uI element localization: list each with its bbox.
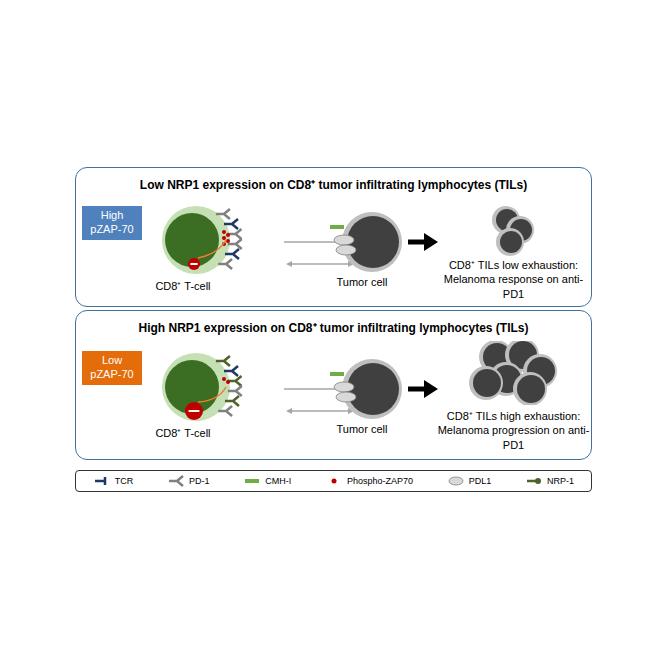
legend-label: PDL1 [469, 476, 492, 486]
cmh-i [330, 372, 344, 376]
legend-item: PD-1 [167, 475, 210, 487]
node-out: CD8⁺ TILs high exhaustion: Melanoma prog… [436, 341, 591, 456]
shape [190, 263, 197, 265]
illustration [138, 351, 268, 423]
node-zap: High pZAP-70 [82, 206, 142, 240]
phospho-zap70 [222, 230, 226, 234]
panel-heading: Low NRP1 expression on CD8⁺ tumor infilt… [76, 176, 591, 193]
legend-symbol [325, 475, 343, 487]
node-panel: Low NRP1 expression on CD8⁺ tumor infilt… [75, 167, 592, 307]
shape [535, 478, 541, 484]
receptor [228, 386, 242, 396]
shape [517, 375, 545, 403]
shape [347, 363, 399, 415]
shape [449, 477, 463, 485]
legend-item: TCR [93, 475, 134, 487]
shape [286, 408, 354, 414]
illustration [436, 204, 591, 256]
legend-label: NRP-1 [547, 476, 574, 486]
cell-label: Tumor cell [312, 423, 412, 435]
illustration [322, 206, 402, 276]
outcome-text: CD8⁺ TILs high exhaustion: Melanoma prog… [436, 409, 591, 452]
node-zap: Low pZAP-70 [82, 351, 142, 385]
connector-line [408, 240, 426, 245]
shape [288, 263, 352, 265]
receptor [216, 209, 230, 219]
connector-arrow [408, 233, 438, 251]
shape [198, 387, 226, 402]
receptor [224, 219, 238, 229]
legend-label: TCR [115, 476, 134, 486]
phospho-zap70 [222, 377, 226, 381]
pdl1 [336, 392, 356, 402]
legend-label: Phospho-ZAP70 [347, 476, 413, 486]
legend-label: PD-1 [189, 476, 210, 486]
shape [245, 479, 259, 483]
receptor [169, 476, 183, 486]
legend-label: CMH-I [265, 476, 291, 486]
node-tumor: Tumor cell [322, 206, 402, 296]
cell-label: CD8⁺ T-cell [128, 425, 238, 440]
tumor-cell [496, 228, 524, 256]
connector-arrow [408, 380, 438, 398]
panel-heading: High NRP1 expression on CD8⁺ tumor infil… [76, 319, 591, 336]
outcome-text: CD8⁺ TILs low exhaustion: Melanoma respo… [436, 258, 591, 301]
pdl1 [334, 235, 354, 245]
phospho-zap70 [222, 236, 226, 240]
arrowhead [424, 380, 438, 398]
shape [286, 261, 354, 267]
legend-item: PDL1 [447, 475, 492, 487]
phospho-zap70 [226, 380, 230, 384]
legend-symbol [93, 475, 111, 487]
shape [347, 216, 399, 268]
node-tcell: CD8⁺ T-cell [138, 204, 268, 296]
node-panel: High NRP1 expression on CD8⁺ tumor infil… [75, 310, 592, 460]
shape [332, 479, 337, 484]
shape [500, 231, 522, 253]
tumor-cell [513, 372, 547, 405]
receptor [224, 366, 238, 376]
receptor [225, 396, 239, 406]
pdl1 [336, 245, 356, 255]
shape [527, 480, 536, 483]
pdl1 [334, 382, 354, 392]
phospho-zap70 [226, 233, 230, 237]
inhibition-symbol [188, 258, 200, 270]
legend-symbol [447, 475, 465, 487]
legend-item: Phospho-ZAP70 [325, 475, 413, 487]
cell-label: CD8⁺ T-cell [128, 278, 238, 293]
shape [189, 410, 200, 412]
shape [198, 240, 226, 258]
legend-symbol [243, 475, 261, 487]
phospho-zap70 [226, 239, 230, 243]
receptor [216, 356, 230, 366]
shape [95, 477, 105, 485]
node-out: CD8⁺ TILs low exhaustion: Melanoma respo… [436, 204, 591, 296]
legend-symbol [525, 475, 543, 487]
receptor [225, 249, 239, 259]
cell-label: Tumor cell [312, 276, 412, 288]
inhibition-symbol [185, 402, 203, 420]
node-tumor: Tumor cell [322, 353, 402, 443]
receptor [218, 259, 232, 269]
illustration [436, 341, 591, 405]
illustration [138, 204, 268, 276]
receptor [218, 406, 232, 416]
legend-box: TCR PD-1 CMH-I Phospho-ZAP70 PDL1 NRP-1 [75, 470, 592, 492]
cmh-i [330, 225, 344, 229]
shape [288, 410, 352, 412]
connector-line [408, 387, 426, 392]
arrowhead [424, 233, 438, 251]
legend-symbol [167, 475, 185, 487]
illustration [322, 353, 402, 423]
node-tcell: CD8⁺ T-cell [138, 351, 268, 443]
legend-item: NRP-1 [525, 475, 574, 487]
legend-item: CMH-I [243, 475, 291, 487]
shape [473, 369, 501, 397]
tumor-cell [469, 366, 503, 400]
